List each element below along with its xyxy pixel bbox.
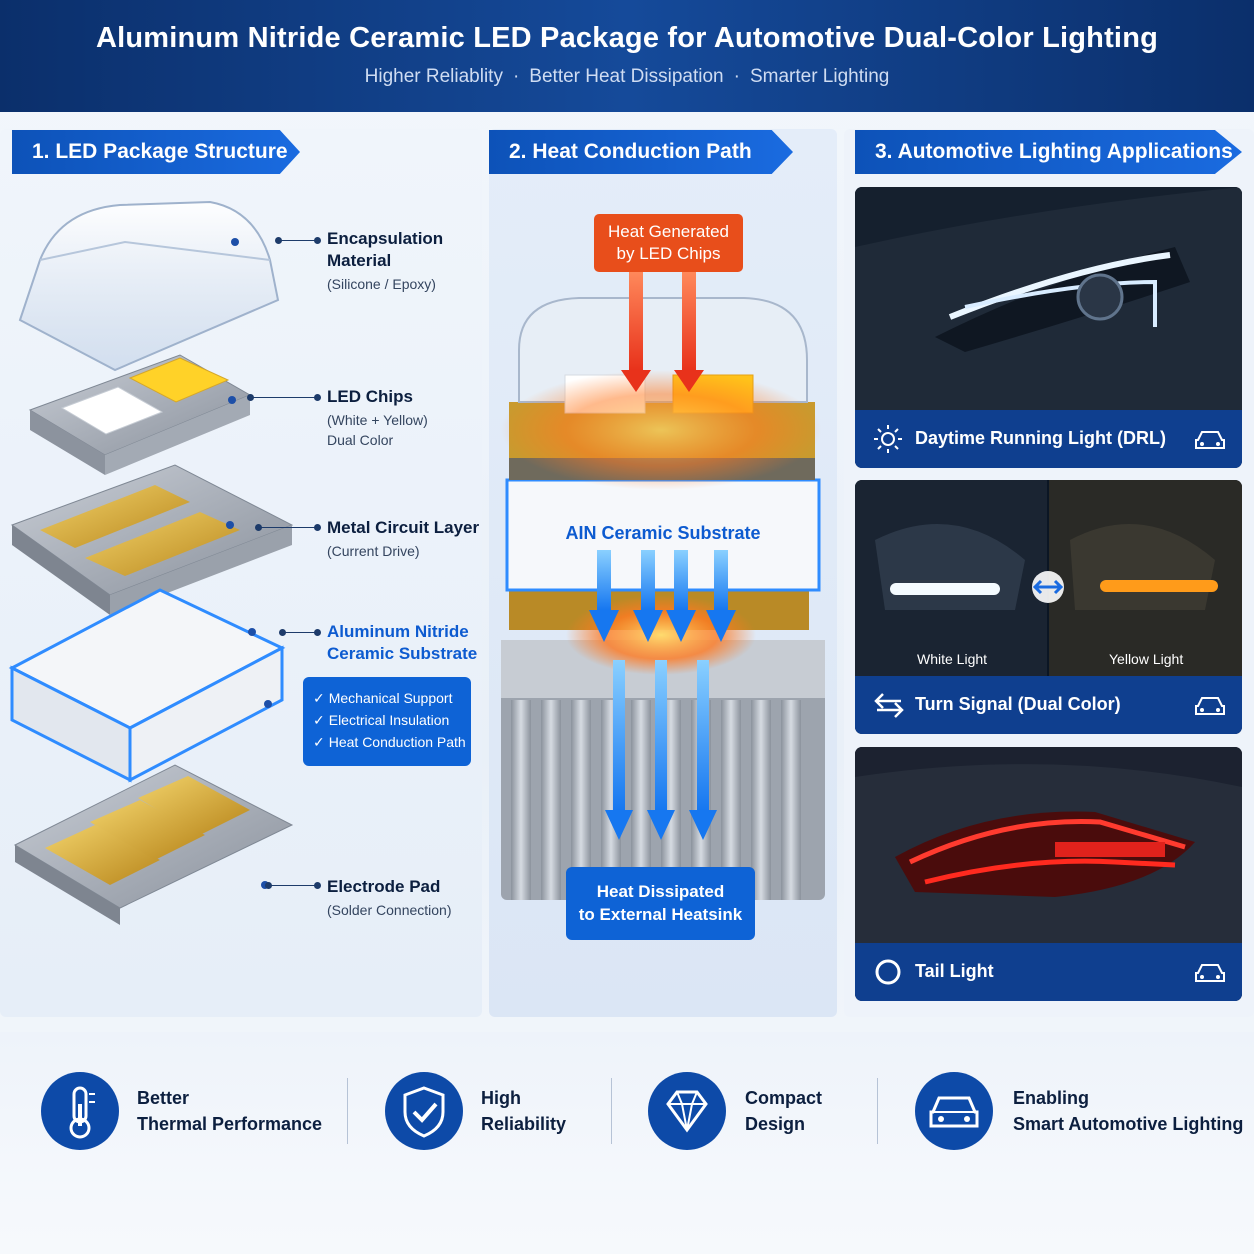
- encapsulation-dome: [18, 200, 280, 372]
- heat-arrows-red: [621, 270, 704, 392]
- benefit-line: Enabling: [1013, 1088, 1089, 1108]
- app-label: Tail Light: [915, 961, 994, 981]
- callout-title: Electrode Pad: [327, 877, 441, 896]
- car-icon: [1195, 697, 1225, 715]
- ring-icon: [875, 959, 901, 985]
- white-light-label: White Light: [917, 651, 988, 667]
- benefits-bar: [0, 1032, 1254, 1190]
- aln-substrate-block: [8, 588, 286, 783]
- app-bar-tail-light: Tail Light: [855, 943, 1242, 1001]
- electrode-pads-layer: [13, 764, 294, 925]
- callout-led-chips: LED Chips (White + Yellow) Dual Color: [327, 386, 428, 450]
- app-label: Daytime Running Light (DRL): [915, 428, 1166, 448]
- app-bar-drl: Daytime Running Light (DRL): [855, 410, 1242, 468]
- benefit-text: Enabling Smart Automotive Lighting: [1013, 1085, 1243, 1137]
- yellow-light-label: Yellow Light: [1109, 651, 1184, 667]
- leader-line: [265, 882, 321, 889]
- benefit-text: Compact Design: [745, 1085, 822, 1137]
- benefit-line: Better: [137, 1088, 190, 1108]
- benefit-text: Better Thermal Performance: [137, 1085, 322, 1137]
- header-banner: Aluminum Nitride Ceramic LED Package for…: [0, 0, 1254, 112]
- benefit-icon-circle: [915, 1072, 993, 1150]
- diamond-icon: [666, 1090, 708, 1133]
- aln-substrate-block: [505, 478, 821, 592]
- benefit-line: Design: [745, 1114, 806, 1134]
- car-icon: [1195, 964, 1225, 982]
- benefit-text: High Reliability: [481, 1085, 566, 1137]
- metal-circuit-layer: [10, 464, 294, 615]
- subtitle-item: Higher Reliablity: [364, 66, 503, 87]
- substrate-features-box: ✓Mechanical Support ✓Electrical Insulati…: [303, 677, 471, 766]
- heat-label-line: Heat Dissipated: [596, 882, 725, 901]
- app-bar-turn-signal: Turn Signal (Dual Color): [855, 676, 1242, 734]
- headlight-image: [855, 187, 1242, 410]
- divider: [347, 1078, 348, 1144]
- callout-title: Material: [327, 251, 392, 270]
- app-label: Turn Signal (Dual Color): [915, 694, 1121, 714]
- benefit-line: Smart Automotive Lighting: [1013, 1114, 1244, 1134]
- benefit-icon-circle: [41, 1072, 119, 1150]
- callout-metal-circuit: Metal Circuit Layer (Current Drive): [327, 517, 479, 561]
- benefit-icon-circle: [648, 1072, 726, 1150]
- benefit-line: Reliability: [481, 1114, 567, 1134]
- heat-label-line: Heat Generated: [608, 222, 729, 241]
- callout-aln-substrate: Aluminum Nitride Ceramic Substrate: [327, 621, 477, 665]
- benefit-line: High: [481, 1088, 521, 1108]
- divider: [611, 1078, 612, 1144]
- section-title-structure: 1. LED Package Structure: [12, 130, 300, 174]
- benefit-icon-circle: [385, 1072, 463, 1150]
- heat-path-illustration: [501, 270, 825, 900]
- heat-glow: [501, 370, 821, 490]
- heat-arrows-blue: [589, 550, 736, 840]
- app-card-drl: Daytime Running Light (DRL): [855, 187, 1242, 468]
- heat-dissipated-label: Heat Dissipated to External Heatsink: [566, 867, 755, 940]
- feature-item: ✓Mechanical Support: [313, 690, 453, 706]
- led-chips-layer: [28, 354, 252, 475]
- sun-icon: [874, 425, 902, 453]
- feature-item: ✓Heat Conduction Path: [313, 734, 466, 750]
- subtitle: Higher Reliablity·Better Heat Dissipatio…: [364, 66, 890, 87]
- callout-subtitle: (White + Yellow): [327, 412, 428, 428]
- substrate-label: AIN Ceramic Substrate: [565, 523, 761, 543]
- tail-light-image: [855, 747, 1242, 943]
- section-title-applications: 3. Automotive Lighting Applications: [855, 130, 1242, 174]
- benefit-line: Compact: [745, 1088, 823, 1108]
- callout-encapsulation: Encapsulation Material (Silicone / Epoxy…: [327, 228, 443, 294]
- car-icon: [929, 1096, 979, 1128]
- divider: [877, 1078, 878, 1144]
- thermometer-icon: [69, 1086, 95, 1139]
- subtitle-item: Better Heat Dissipation: [529, 66, 724, 87]
- app-card-tail-light: Tail Light: [855, 747, 1242, 1001]
- callout-electrode-pad: Electrode Pad (Solder Connection): [327, 876, 452, 920]
- callout-title: Metal Circuit Layer: [327, 518, 480, 537]
- callout-title: Ceramic Substrate: [327, 644, 478, 663]
- shield-check-icon: [403, 1086, 445, 1138]
- turn-signal-image: [855, 480, 1242, 676]
- section-title-heat: 2. Heat Conduction Path: [489, 130, 793, 174]
- page-title: Aluminum Nitride Ceramic LED Package for…: [95, 22, 1159, 54]
- feature-item: ✓Electrical Insulation: [313, 712, 450, 728]
- callout-title: Aluminum Nitride: [327, 622, 469, 641]
- callout-title: LED Chips: [327, 387, 413, 406]
- callout-subtitle: (Silicone / Epoxy): [327, 276, 436, 292]
- callout-subtitle: (Solder Connection): [327, 902, 452, 918]
- heat-generated-label: Heat Generated by LED Chips: [594, 214, 743, 272]
- heat-label-line: to External Heatsink: [578, 905, 743, 924]
- benefit-line: Thermal Performance: [137, 1114, 323, 1134]
- callout-title: Encapsulation: [327, 229, 444, 248]
- callout-subtitle: Dual Color: [327, 432, 394, 448]
- turn-arrows-icon: [874, 693, 904, 718]
- car-icon: [1195, 431, 1225, 449]
- leader-line: [275, 237, 321, 244]
- leader-line: [255, 524, 321, 531]
- leader-line: [247, 394, 321, 401]
- heat-label-line: by LED Chips: [616, 244, 721, 263]
- exploded-package-illustration: [8, 200, 294, 925]
- app-card-turn-signal: White Light Yellow Light Turn Signal (Du…: [855, 480, 1242, 734]
- leader-line: [279, 629, 321, 636]
- callout-subtitle: (Current Drive): [327, 543, 420, 559]
- subtitle-item: Smarter Lighting: [749, 66, 890, 87]
